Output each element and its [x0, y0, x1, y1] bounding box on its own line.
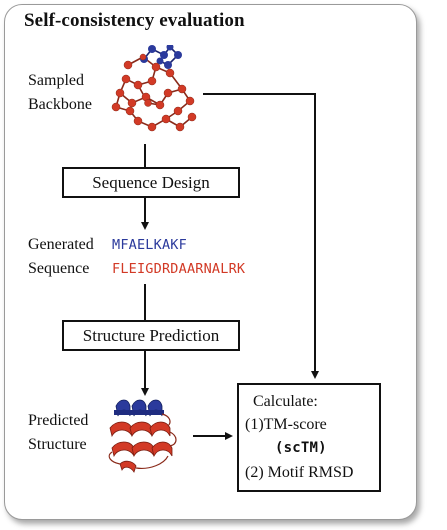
diagram-title: Self-consistency evaluation	[24, 10, 245, 31]
predicted-label-line2: Structure	[28, 436, 87, 453]
motif-sequence: MFAELKAKF	[112, 237, 187, 253]
protein-structure-icon	[108, 399, 177, 473]
calculate-item-tm-score: (1)TM-score	[245, 416, 327, 433]
sampled-label-line1: Sampled	[28, 72, 84, 89]
calculate-item-sctm: (scTM)	[275, 440, 327, 456]
sequence-design-label: Sequence Design	[92, 173, 210, 192]
sequence-design-box: Sequence Design	[62, 167, 240, 198]
generated-label-line2: Sequence	[28, 260, 90, 277]
calculate-item-motif-rmsd: (2) Motif RMSD	[245, 464, 354, 481]
generated-label-line1: Generated	[28, 236, 94, 253]
calculate-box: Calculate: (1)TM-score (scTM) (2) Motif …	[237, 383, 381, 492]
structure-prediction-box: Structure Prediction	[62, 320, 240, 351]
scaffold-sequence: FLEIGDRDAARNALRK	[112, 261, 246, 277]
backbone-to-calculate-arrow	[203, 93, 319, 379]
sampled-label-line2: Backbone	[28, 96, 92, 113]
predicted-label-line1: Predicted	[28, 412, 89, 429]
calculate-heading: Calculate:	[253, 393, 318, 410]
protein-backbone-icon	[111, 45, 197, 132]
structure-prediction-label: Structure Prediction	[82, 326, 220, 345]
